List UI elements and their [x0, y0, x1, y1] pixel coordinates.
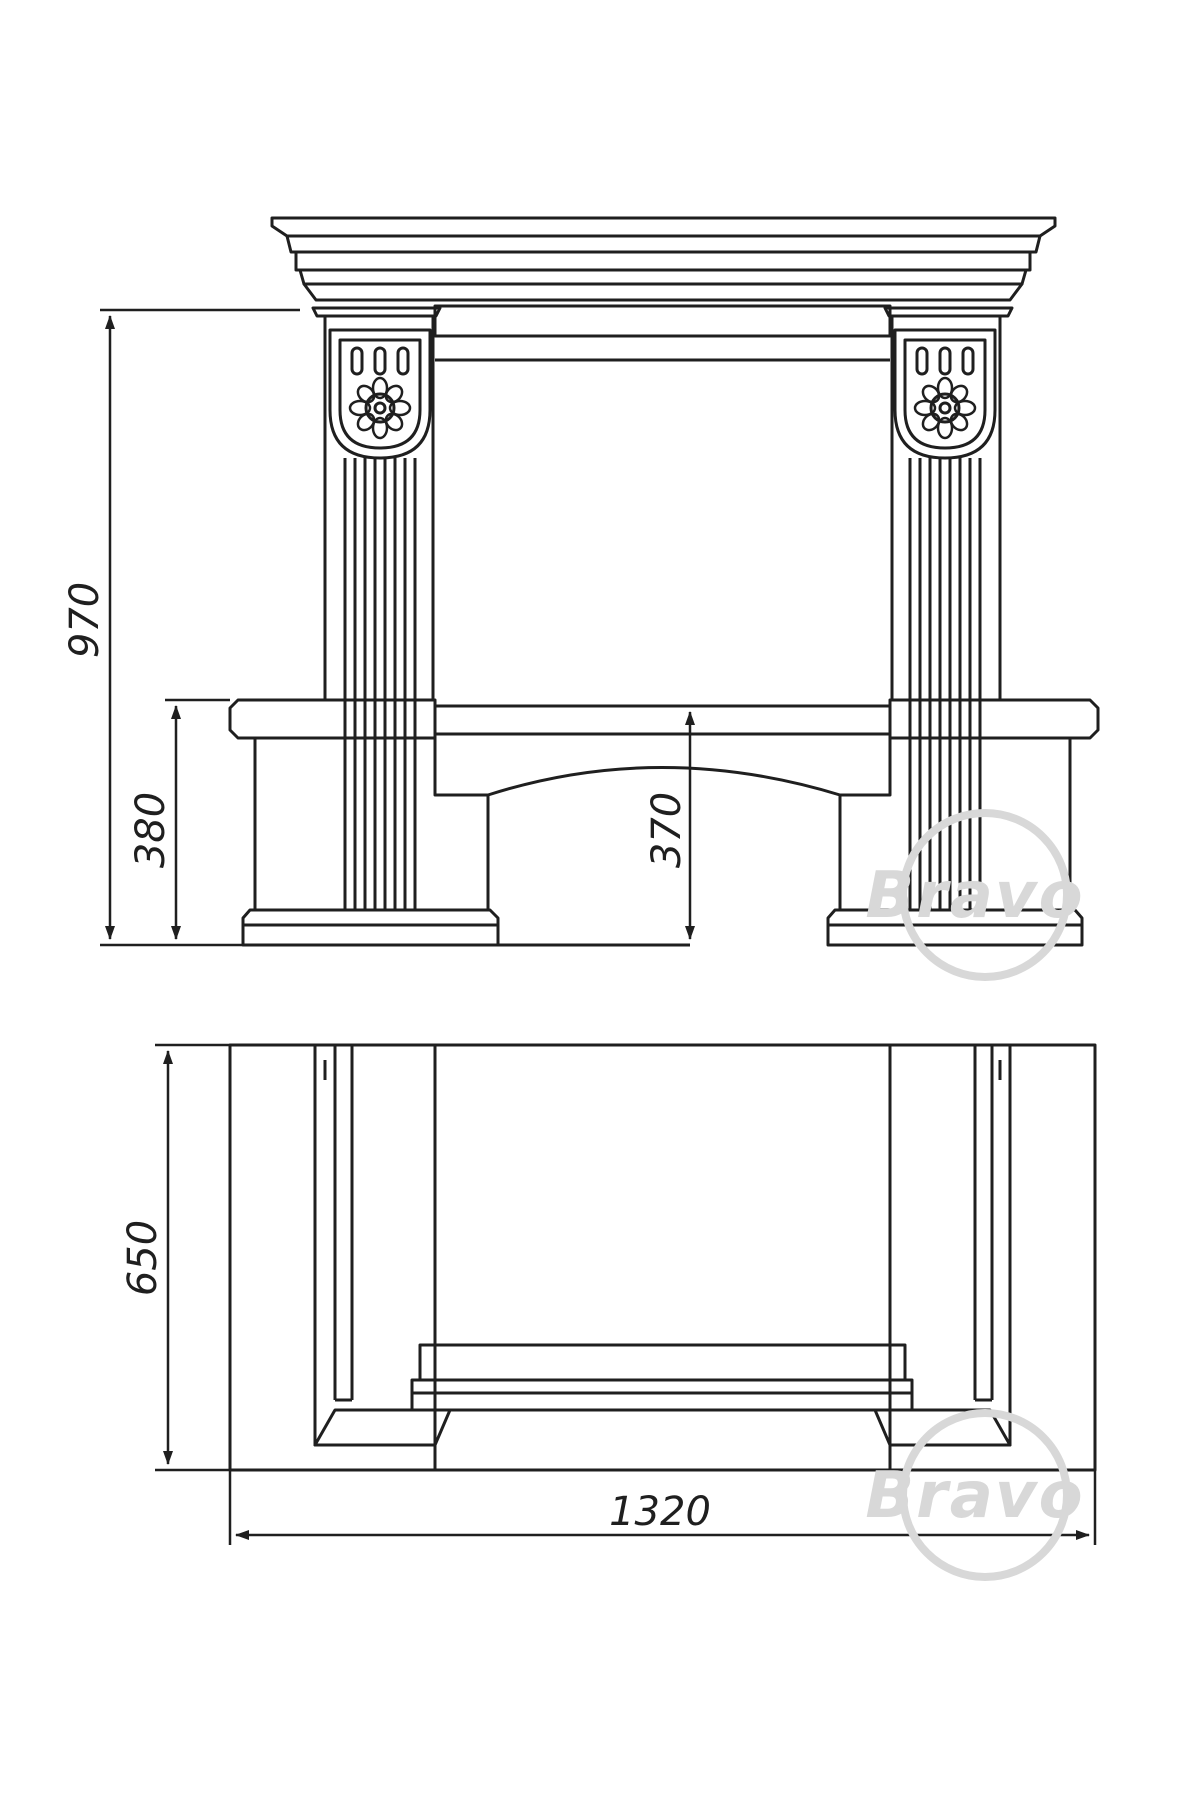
right-plinth	[826, 908, 1084, 947]
dimension-opening-height: 370	[644, 792, 690, 868]
right-column	[883, 306, 1014, 910]
dimension-lines	[100, 308, 1097, 1545]
watermark-brand: Bravo	[865, 1459, 1084, 1533]
cornice	[270, 216, 1057, 302]
dimension-width: 1320	[609, 1489, 711, 1535]
rosette-icon	[348, 376, 412, 440]
bravo-logo-icon: Bravo	[865, 1409, 1084, 1581]
dimension-total-height: 970	[62, 582, 108, 658]
rosette-icon	[913, 376, 977, 440]
left-column	[311, 306, 442, 910]
lower-lintel	[433, 704, 892, 910]
frieze	[433, 304, 892, 362]
plan-view	[228, 1043, 1097, 1472]
dimension-depth: 650	[120, 1220, 166, 1296]
left-shelf	[228, 698, 437, 910]
bravo-logo-icon: Bravo	[865, 809, 1084, 981]
left-plinth	[241, 908, 500, 947]
front-view	[228, 216, 1100, 947]
dimension-shelf-height: 380	[128, 792, 174, 868]
watermark-brand: Bravo	[865, 859, 1084, 933]
